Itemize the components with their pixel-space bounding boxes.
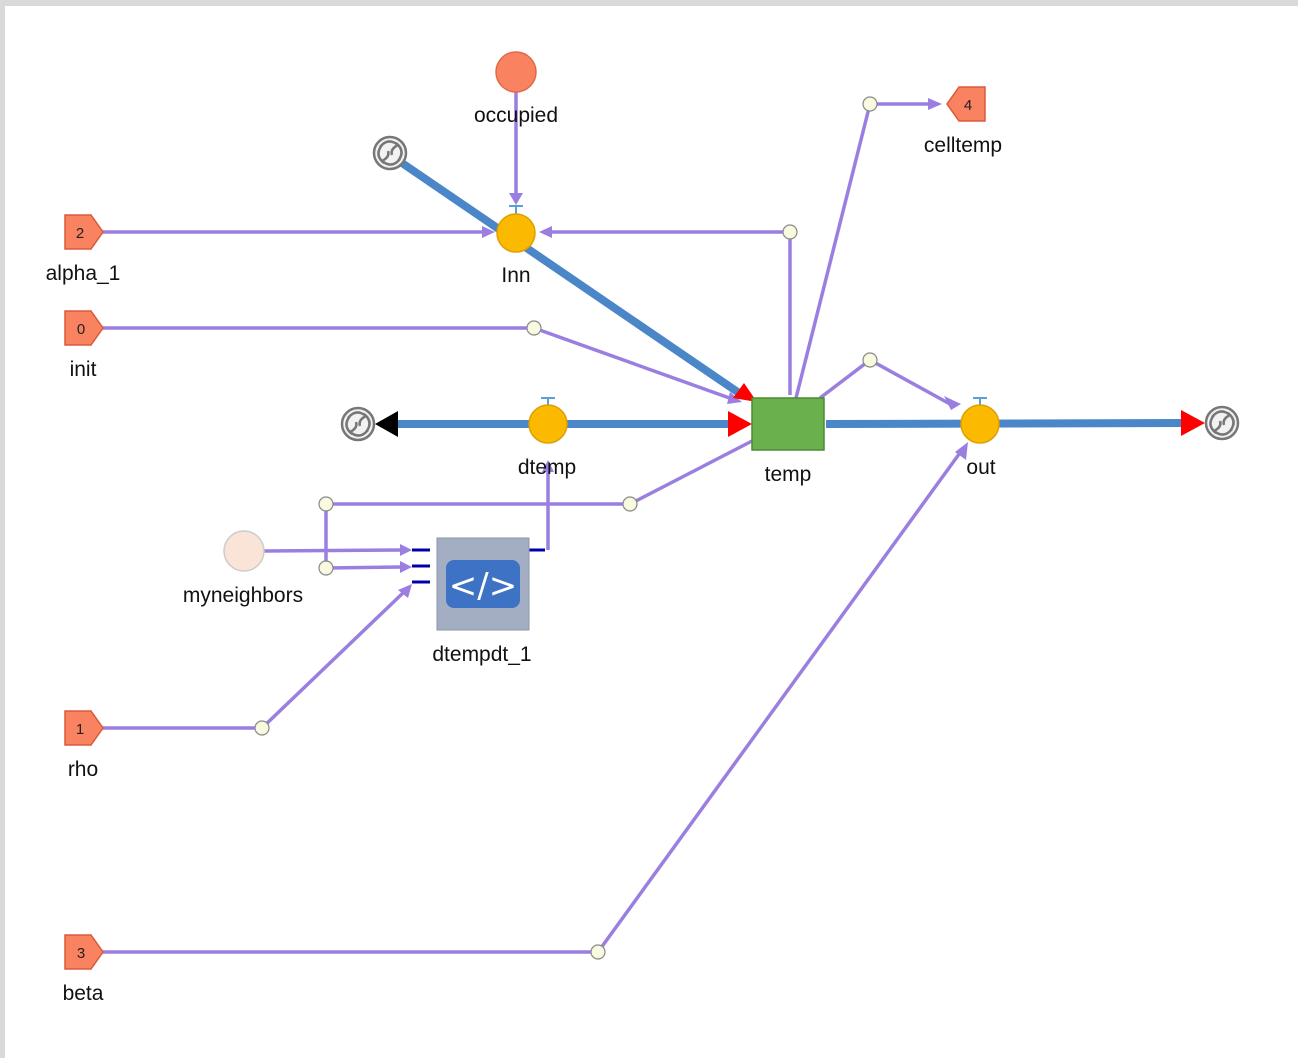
link-hinge[interactable] [862,96,878,112]
flow-arrow-out-sink [1181,410,1205,436]
cloud-source-icon[interactable] [372,135,408,171]
arrow-alpha-inn [482,226,495,238]
input-port-rho-index: 1 [76,721,84,738]
input-port-alpha-index: 2 [76,225,84,242]
code-module-dtempdt[interactable]: </> [412,537,545,631]
link-temp-celltemp[interactable] [794,102,930,399]
link-hinge[interactable] [318,560,334,576]
link-temp-dtempdt[interactable] [324,439,753,568]
flow-dtemp-label: dtemp [518,456,576,479]
arrow-myneighbors-dtempdt [400,544,412,556]
input-port-init-label: init [70,358,97,381]
link-hinge[interactable] [526,320,542,336]
flow-arrow-inn [733,383,757,402]
arrow-dtempdt-dtemp [542,460,554,472]
flow-inn-label: Inn [501,264,530,287]
output-port-celltemp-label: celltemp [924,134,1002,157]
stock-temp[interactable] [751,397,825,451]
arrow-celltemp [928,98,942,110]
ghost-converter-myneighbors-label: myneighbors [183,584,303,607]
converter-occupied[interactable] [495,51,537,93]
arrow-occupied-inn [509,193,523,205]
arrow-rho-dtempdt [398,584,412,598]
link-hinge[interactable] [622,496,638,512]
ghost-converter-myneighbors[interactable] [223,530,265,572]
link-rho-dtempdt[interactable] [100,590,406,730]
link-beta-out[interactable] [100,448,964,954]
arrow-temp-out [944,396,961,410]
link-hinge[interactable] [590,944,606,960]
link-temp-out[interactable] [818,357,951,406]
cloud-source-icon[interactable] [340,406,376,442]
input-port-alpha-label: alpha_1 [46,262,121,285]
flow-pipe-inn[interactable] [399,159,745,399]
cloud-sink-icon[interactable] [1204,405,1240,441]
arrow-beta-out [955,442,968,460]
arrow-temp-inn [539,226,552,238]
flow-valve-dtemp[interactable] [528,397,568,444]
link-hinge[interactable] [782,224,798,240]
flow-out-label: out [966,456,995,479]
code-icon: </> [449,566,517,606]
code-module-dtempdt-label: dtempdt_1 [432,643,531,666]
input-port-init-index: 0 [77,321,85,338]
flow-arrow-dtemp-source [375,411,398,437]
flow-valve-inn[interactable] [496,205,536,253]
link-hinge[interactable] [862,352,878,368]
input-port-beta-index: 3 [77,945,85,962]
link-hinge-dtempdt[interactable] [325,565,403,570]
flow-pipe-out[interactable] [825,419,1186,428]
link-myneighbors-dtempdt[interactable] [263,548,403,553]
link-init-temp[interactable] [100,326,736,402]
converter-occupied-label: occupied [474,104,558,127]
flow-arrow-dtemp-in [728,411,752,437]
input-port-rho-label: rho [68,758,98,781]
arrow-hinge-dtempdt [400,561,412,573]
output-port-celltemp-index: 4 [964,97,972,114]
link-temp-inn[interactable] [550,230,792,395]
link-hinge[interactable] [318,496,334,512]
flow-valve-out[interactable] [960,397,1000,444]
link-hinge[interactable] [254,720,270,736]
stock-temp-label: temp [765,463,812,486]
input-port-beta-label: beta [63,982,104,1005]
